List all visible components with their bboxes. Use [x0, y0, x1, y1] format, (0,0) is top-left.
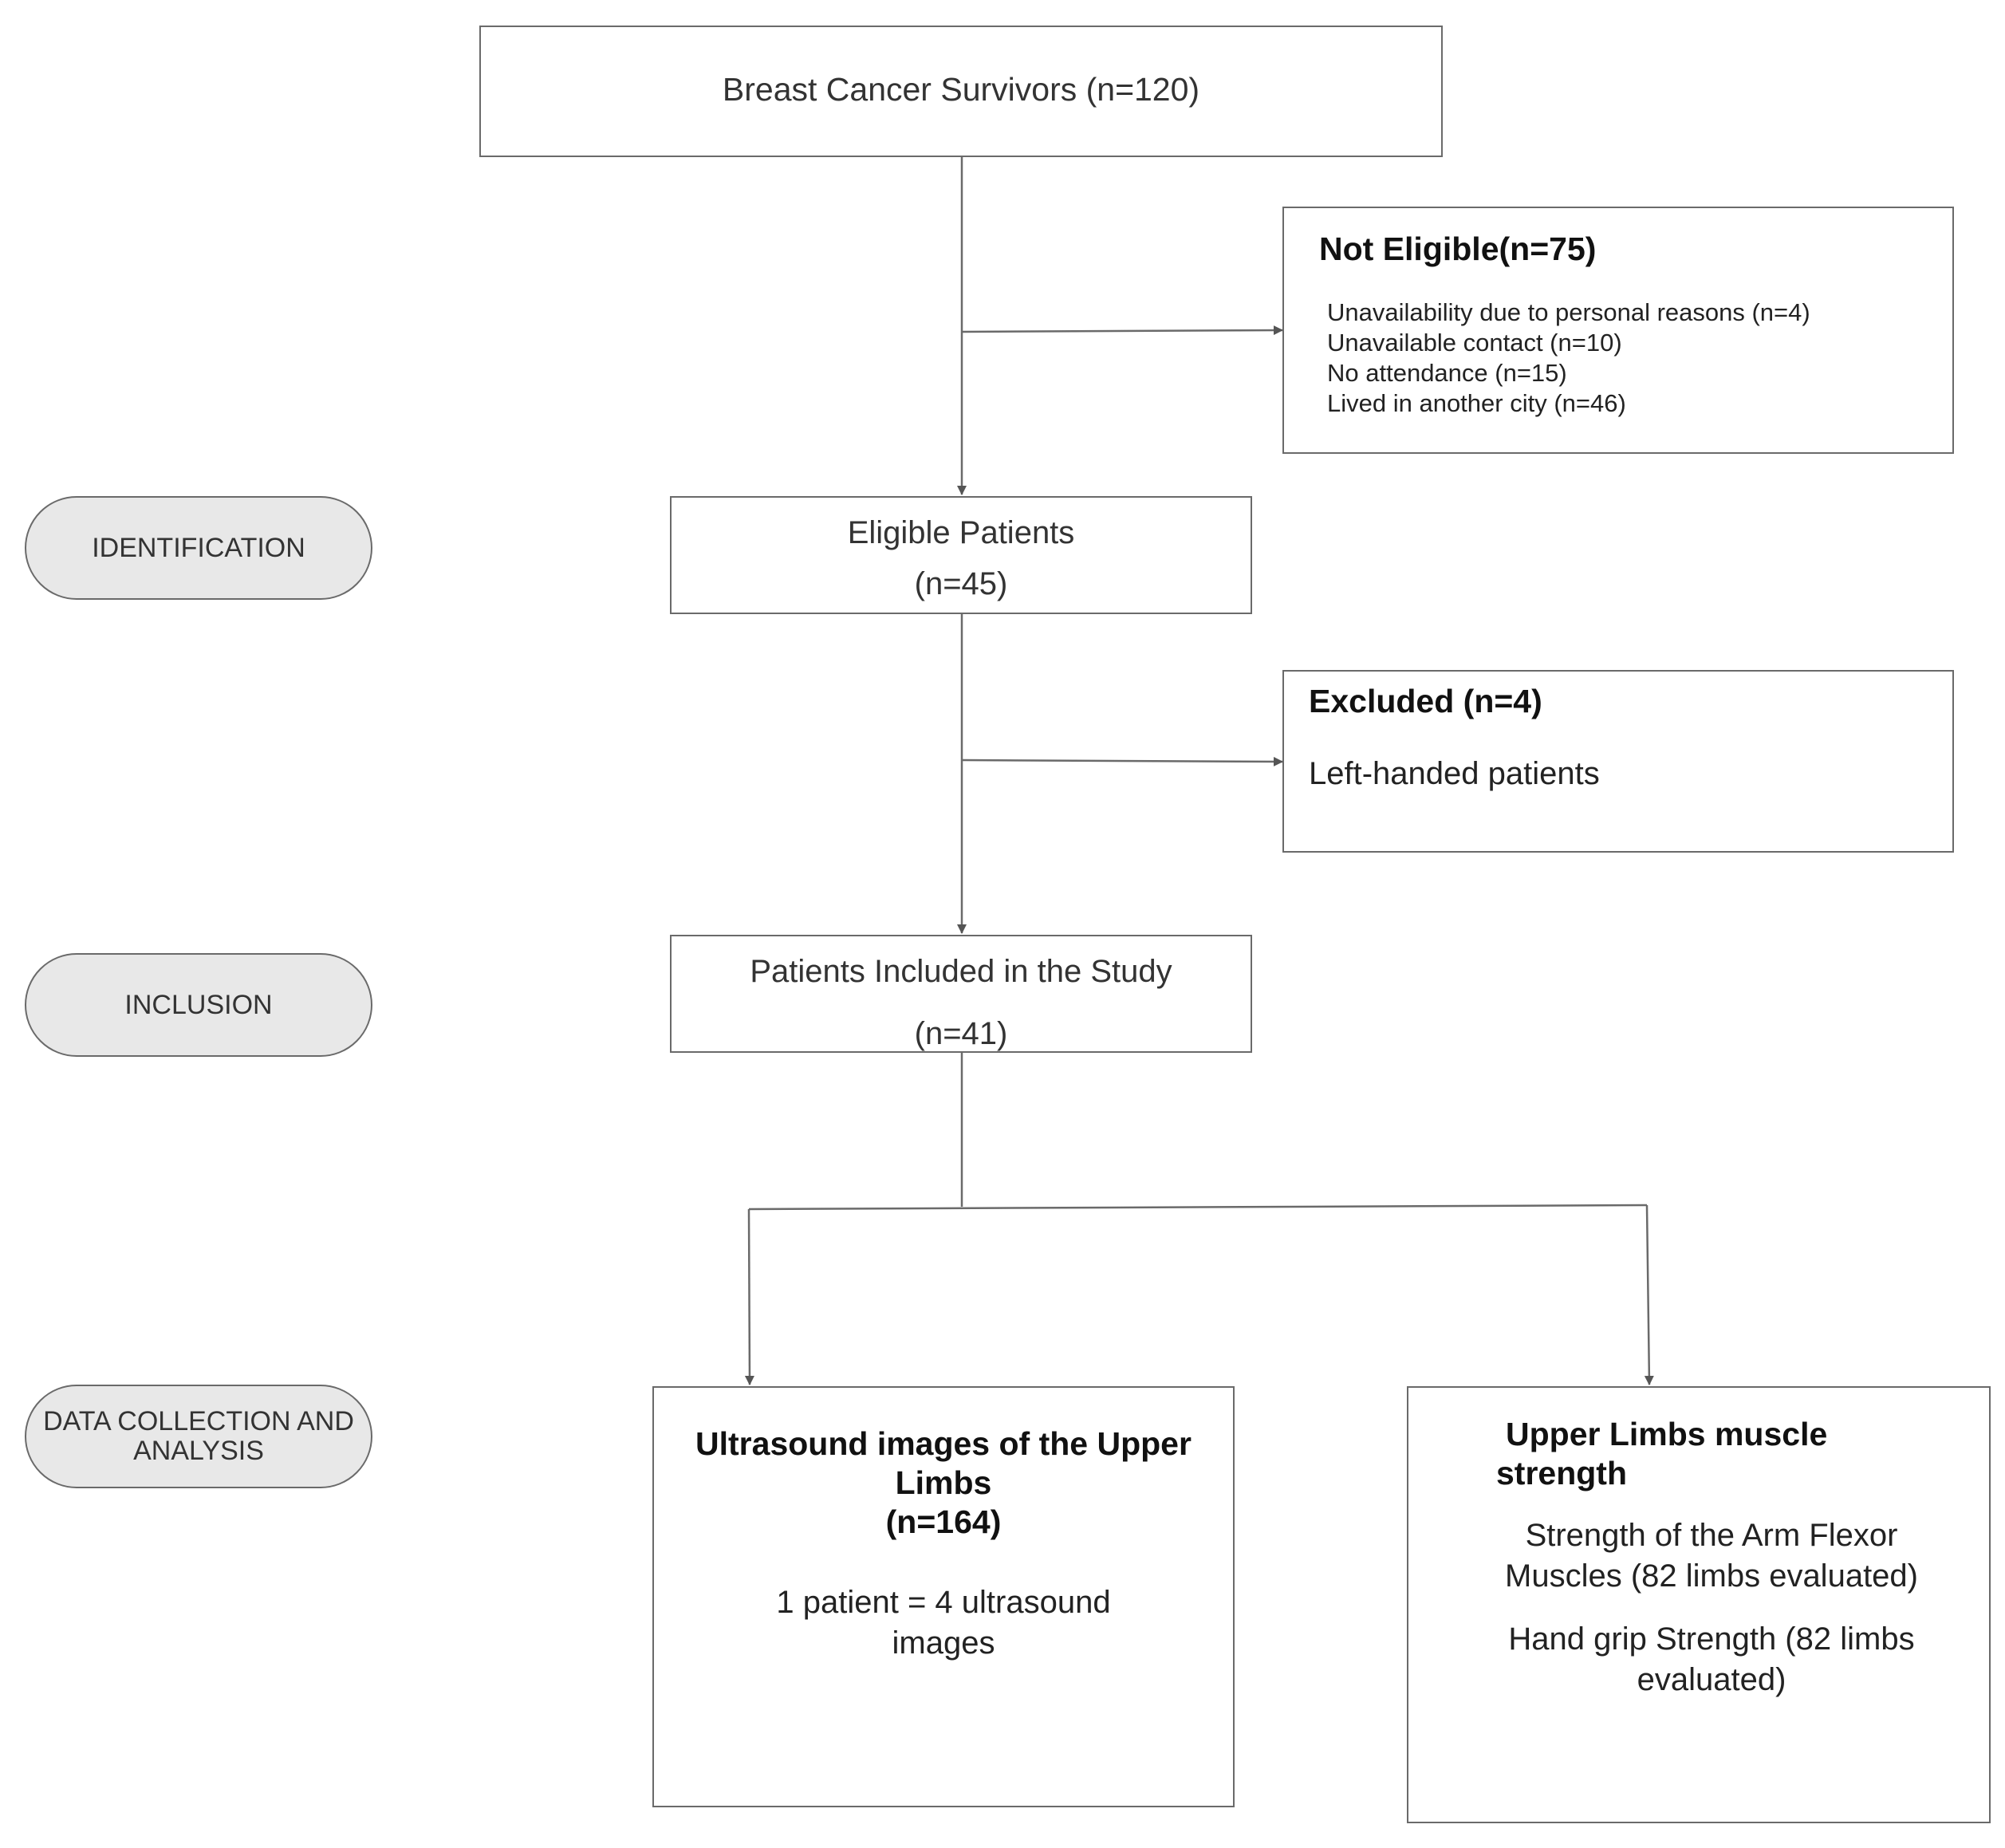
phase-data-collection-label-1: DATA COLLECTION AND	[43, 1406, 354, 1437]
phase-data-collection: DATA COLLECTION AND ANALYSIS	[25, 1385, 372, 1488]
node-strength-body-arm: Strength of the Arm Flexor Muscles (82 l…	[1505, 1518, 1918, 1594]
arrow-to-not-eligible	[961, 325, 1283, 336]
node-excluded-title: Excluded (n=4)	[1309, 683, 1542, 719]
node-excluded: Excluded (n=4) Left-handed patients	[1282, 670, 1954, 853]
node-not-eligible: Not Eligible(n=75) Unavailability due to…	[1282, 207, 1954, 454]
node-excluded-reason: Left-handed patients	[1309, 756, 1600, 791]
node-ultrasound: Ultrasound images of the Upper Limbs (n=…	[652, 1386, 1235, 1807]
list-item: Unavailable contact (n=10)	[1327, 329, 1622, 357]
node-eligible: Eligible Patients (n=45)	[670, 496, 1252, 614]
node-eligible-label: Eligible Patients	[847, 515, 1075, 550]
phase-inclusion: INCLUSION	[25, 953, 372, 1057]
not-eligible-reasons: Unavailability due to personal reasons (…	[1327, 297, 1810, 419]
list-item: No attendance (n=15)	[1327, 359, 1567, 387]
phase-data-collection-label-2: ANALYSIS	[133, 1436, 264, 1466]
node-ultrasound-title: Ultrasound images of the Upper Limbs (n=…	[695, 1425, 1192, 1540]
node-eligible-count: (n=45)	[914, 566, 1008, 601]
node-included: Patients Included in the Study (n=41)	[670, 935, 1252, 1053]
arrow-to-strength	[1644, 1204, 1654, 1385]
node-survivors-label: Breast Cancer Survivors (n=120)	[722, 71, 1200, 108]
node-strength-body-grip: Hand grip Strength (82 limbs evaluated)	[1508, 1621, 1915, 1697]
node-survivors: Breast Cancer Survivors (n=120)	[479, 26, 1443, 157]
node-ultrasound-body: 1 patient = 4 ultrasound images	[776, 1585, 1111, 1661]
phase-inclusion-label: INCLUSION	[124, 989, 273, 1020]
phase-identification: IDENTIFICATION	[25, 496, 372, 600]
node-strength-title: Upper Limbs muscle strength	[1496, 1416, 1828, 1491]
arrow-to-excluded	[961, 756, 1283, 766]
phase-identification-label: IDENTIFICATION	[92, 532, 305, 563]
node-not-eligible-title: Not Eligible(n=75)	[1319, 231, 1597, 267]
node-included-label: Patients Included in the Study	[750, 954, 1172, 989]
arrow-to-ultrasound	[744, 1208, 754, 1385]
line-split-horizontal	[748, 1204, 1648, 1211]
node-strength: Upper Limbs muscle strength Strength of …	[1407, 1386, 1991, 1823]
node-included-count: (n=41)	[914, 1016, 1008, 1051]
list-item: Unavailability due to personal reasons (…	[1327, 298, 1810, 326]
list-item: Lived in another city (n=46)	[1327, 389, 1626, 417]
